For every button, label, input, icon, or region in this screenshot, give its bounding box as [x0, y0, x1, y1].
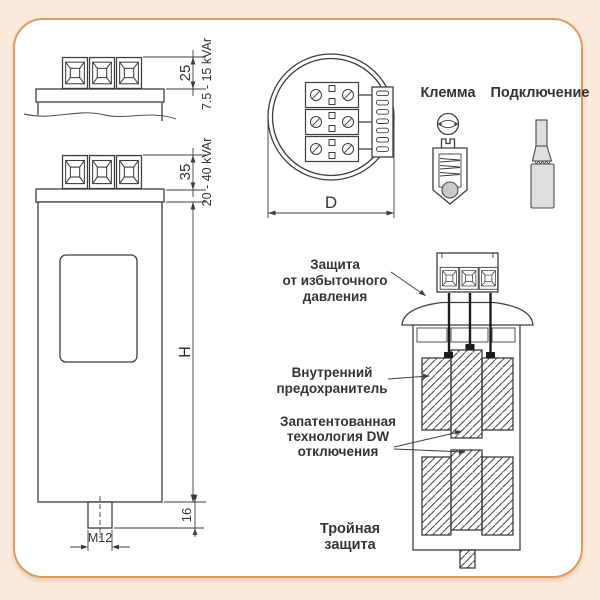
- dimension-35: 35 20 - 40 kVAr: [143, 138, 214, 207]
- range-label-large: 20 - 40 kVAr: [200, 138, 214, 207]
- callout-line: отключения: [298, 444, 379, 459]
- nameplate: [59, 254, 138, 363]
- connector-strip: [371, 86, 394, 158]
- cutaway-terminal-block: [436, 252, 499, 293]
- legend-terminal: Клемма: [420, 85, 476, 205]
- cable-lug-icon: [530, 119, 555, 209]
- cutaway-view: [401, 252, 534, 569]
- terminal-clamp-icon: [432, 112, 468, 205]
- dimension-16: 16: [114, 494, 204, 537]
- dim-label-D: D: [325, 193, 337, 212]
- callout-dw-technology: Запатентованная технология DW отключения: [280, 414, 466, 459]
- callout-line: Запатентованная: [280, 414, 396, 429]
- dim-label-35: 35: [177, 164, 194, 181]
- capacitor-lid-small: [35, 88, 165, 103]
- terminal-blocks-small: [61, 56, 143, 90]
- pressure-dome: [401, 301, 534, 326]
- callout-line: от избыточного: [282, 273, 387, 288]
- fuse-joint-middle: [465, 344, 475, 350]
- callout-triple-protection: Тройная защита: [320, 521, 380, 553]
- terminal-blocks-large: [61, 154, 143, 190]
- fuse-joint-right: [486, 352, 495, 358]
- callout-line: Защита: [310, 257, 360, 272]
- callout-pressure-protection: Защита от избыточного давления: [282, 257, 426, 304]
- callout-internal-fuse: Внутренний предохранитель: [276, 365, 430, 396]
- callout-line: технология DW: [287, 429, 389, 444]
- terminal-label: Клемма: [420, 85, 476, 101]
- dim-label-25: 25: [177, 65, 194, 82]
- fuse-joint-left: [444, 352, 453, 358]
- winding-elements-lower: [421, 449, 514, 536]
- dim-label-16: 16: [179, 508, 194, 522]
- callout-line: Внутренний: [292, 365, 373, 380]
- capacitor-body: [37, 201, 163, 503]
- callout-line: Тройная: [320, 521, 380, 537]
- break-line: [23, 112, 177, 120]
- dimension-M12: M12: [70, 530, 130, 551]
- callout-line: предохранитель: [276, 381, 387, 396]
- dimension-D: D: [267, 120, 395, 218]
- front-view-large-capacitor: [35, 154, 165, 538]
- internal-wires: [447, 293, 492, 352]
- dimension-25: 25 7.5 - 15 kVAr: [143, 38, 214, 110]
- winding-elements-upper: [421, 349, 514, 439]
- dimension-H: H: [164, 201, 206, 503]
- callout-line: защита: [324, 537, 376, 553]
- capacitor-lid-large: [35, 188, 165, 203]
- callout-line: давления: [303, 289, 367, 304]
- dim-label-H: H: [177, 346, 194, 358]
- top-view: D: [267, 53, 395, 218]
- cutaway-stud: [459, 549, 476, 569]
- front-view-small-capacitor: [23, 56, 177, 121]
- range-label-small: 7.5 - 15 kVAr: [200, 38, 214, 110]
- thread-label-M12: M12: [88, 531, 112, 545]
- legend-connection: Подключение: [491, 85, 590, 209]
- connection-label: Подключение: [491, 85, 590, 101]
